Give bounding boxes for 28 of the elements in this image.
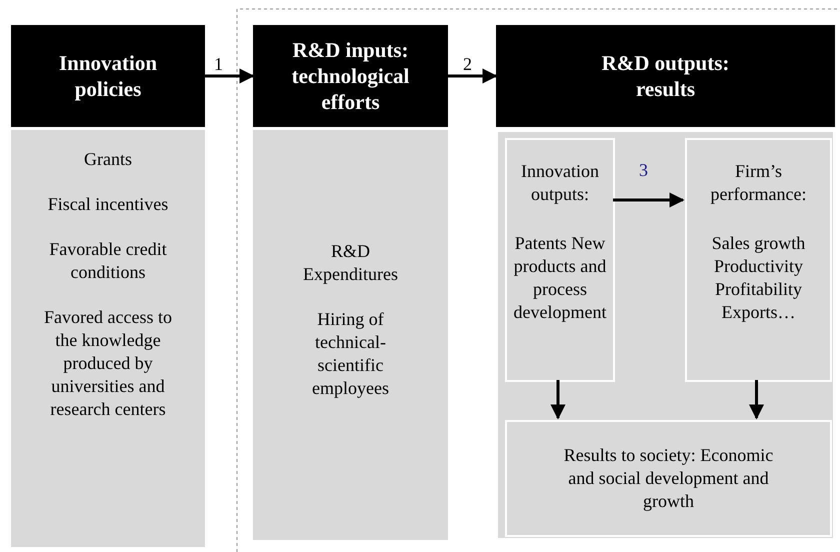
header-title: R&D inputs: technological efforts bbox=[290, 37, 410, 115]
arrow bbox=[613, 192, 684, 208]
box-heading: Innovation outputs: bbox=[520, 160, 600, 206]
content-box bbox=[505, 420, 832, 537]
box-heading: Firm’s performance: bbox=[710, 160, 808, 206]
content-panel bbox=[253, 130, 448, 540]
content-box bbox=[685, 138, 832, 382]
header-title: R&D outputs: results bbox=[600, 50, 730, 102]
box-text: Sales growth Productivity Profitability Exports… bbox=[710, 232, 806, 324]
box-text: Patents New products and process development bbox=[512, 232, 608, 324]
list-item: Favorable credit conditions bbox=[48, 238, 168, 284]
header-box bbox=[11, 25, 205, 127]
header-title: Innovation policies bbox=[58, 50, 158, 102]
arrow bbox=[448, 68, 498, 84]
content-panel bbox=[11, 130, 205, 547]
box-heading: Results to society: Economic and social development and growth bbox=[562, 444, 774, 513]
results-panel bbox=[496, 130, 835, 540]
list-item: Fiscal incentives bbox=[46, 193, 170, 216]
list-item: R&D Expenditures bbox=[302, 240, 399, 286]
list-item: Hiring of technical-scientific employees bbox=[311, 308, 390, 400]
list-item: Grants bbox=[83, 148, 133, 171]
header-box bbox=[496, 25, 835, 127]
header-box bbox=[253, 25, 448, 127]
arrow bbox=[749, 380, 764, 420]
content-box bbox=[505, 138, 615, 382]
arrow bbox=[550, 380, 566, 420]
list-item: Favored access to the knowledge produced by universities and research centers bbox=[43, 306, 173, 421]
arrow bbox=[205, 68, 254, 84]
